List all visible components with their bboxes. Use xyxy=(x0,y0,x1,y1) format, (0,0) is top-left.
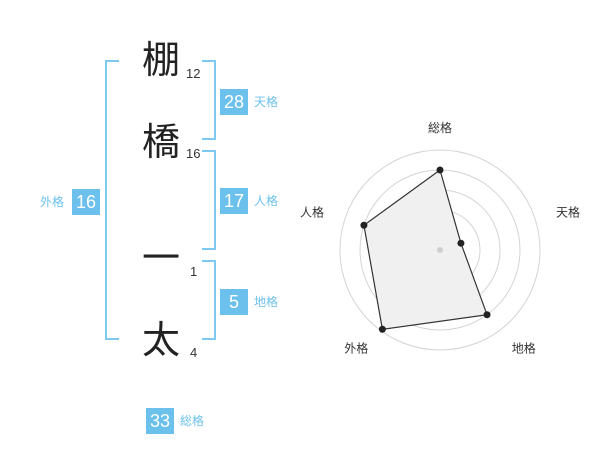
radar-point-1 xyxy=(436,166,444,174)
jinkaku-value: 17 xyxy=(220,188,248,214)
soukaku-label: 総格 xyxy=(180,414,205,428)
radar-grid-ring xyxy=(339,149,541,351)
name-char-3: 一 xyxy=(141,236,180,280)
tenkaku-label: 天格 xyxy=(254,95,279,109)
tenkaku-bracket xyxy=(202,60,216,140)
name-char-2: 橋 xyxy=(141,120,180,164)
radar-axis-label-5: 人格 xyxy=(300,204,324,219)
name-char-1: 棚 xyxy=(141,38,180,82)
radar-axis-label-3: 地格 xyxy=(512,341,536,356)
radar-point-4 xyxy=(378,325,386,333)
gaikaku-value: 16 xyxy=(72,189,100,215)
gaikaku-label: 外格 xyxy=(40,195,65,209)
radar-center-dot xyxy=(437,247,443,253)
chikaku-label: 地格 xyxy=(254,295,279,309)
radar-point-3 xyxy=(483,311,491,319)
radar-axis-label-2: 天格 xyxy=(556,204,580,219)
jinkaku-bracket xyxy=(202,150,216,250)
gaikaku-bracket xyxy=(105,60,119,340)
stroke-count-1: 12 xyxy=(186,66,201,81)
radar-points xyxy=(360,166,491,333)
stroke-count-2: 16 xyxy=(186,146,201,161)
radar-axis-label-1: 総格 xyxy=(428,120,452,135)
radar-axis-label-4: 外格 xyxy=(344,341,368,356)
stroke-count-3: 1 xyxy=(190,264,198,279)
tenkaku-value: 28 xyxy=(220,89,248,115)
jinkaku-label: 人格 xyxy=(254,194,279,208)
name-char-4: 太 xyxy=(141,318,180,362)
radar-point-5 xyxy=(360,221,368,229)
chikaku-value: 5 xyxy=(220,289,248,315)
radar-point-2 xyxy=(457,239,465,247)
chikaku-bracket xyxy=(202,260,216,340)
stroke-count-4: 4 xyxy=(190,345,198,360)
soukaku-value: 33 xyxy=(146,408,174,434)
radar-data-polygon xyxy=(363,169,488,330)
